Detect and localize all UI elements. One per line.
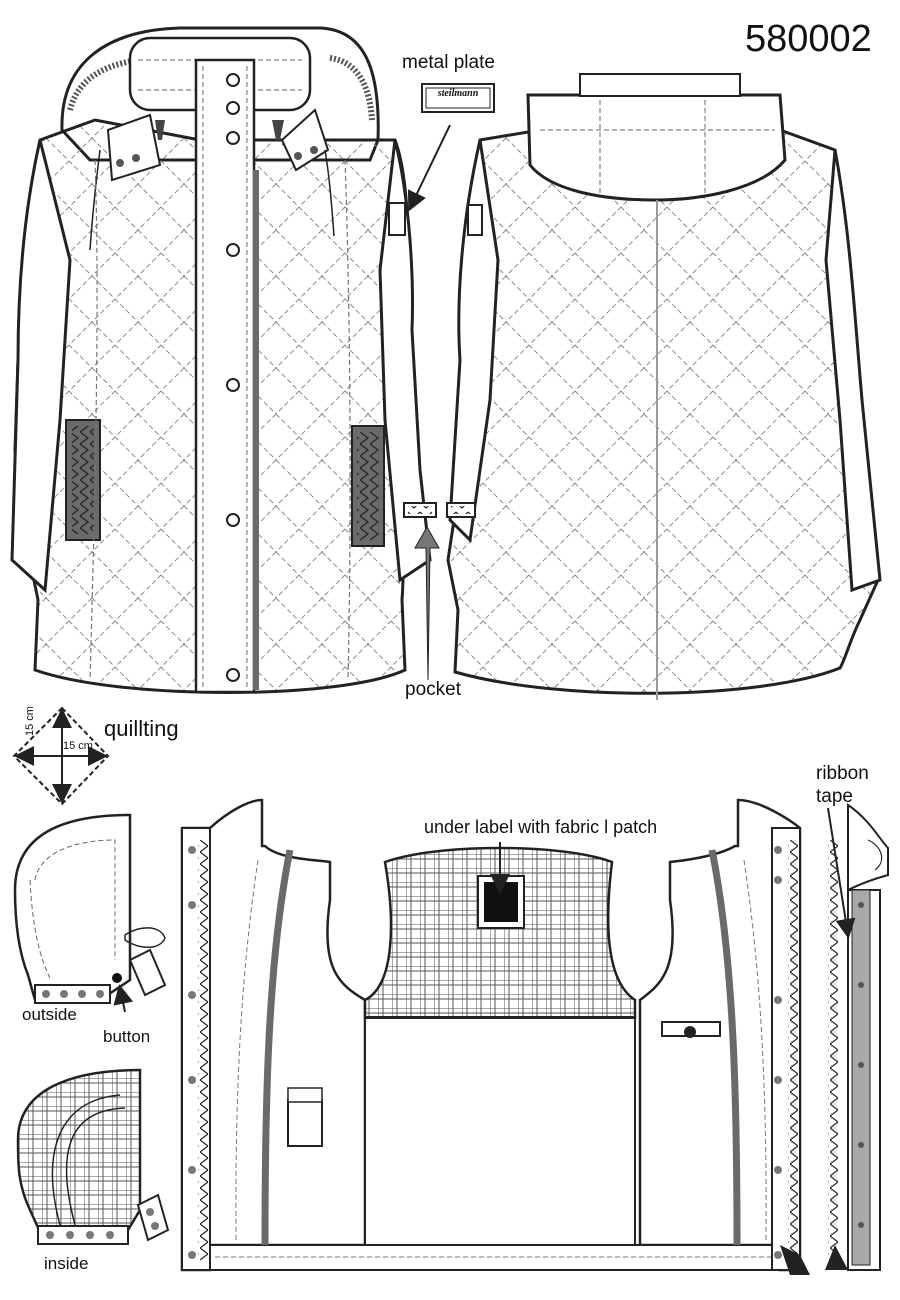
quilting-diagram — [12, 706, 110, 806]
front-right-tab — [280, 108, 330, 172]
under-label-caption: under label with fabric l patch — [424, 817, 658, 837]
metal-plate-brand: steilmann — [437, 88, 479, 99]
front-snap-buttons — [226, 73, 240, 682]
hood-button-label: button — [103, 1027, 151, 1046]
front-placket — [194, 58, 256, 694]
back-right-sleeve — [824, 149, 882, 593]
back-left-sleeve — [448, 139, 500, 544]
quilting-label: quillting — [104, 716, 179, 741]
front-right-sleeve — [378, 139, 432, 583]
hood-outside — [13, 813, 167, 1013]
pocket-arrow — [414, 525, 440, 681]
metal-plate-badge — [421, 83, 495, 113]
back-view-jacket — [446, 73, 882, 700]
hood-inside-label: inside — [44, 1254, 89, 1273]
front-view-jacket — [10, 26, 432, 694]
back-hood — [526, 93, 787, 202]
back-lining-panel — [364, 1017, 636, 1246]
front-drawcords — [89, 149, 335, 251]
back-lining-checked-yoke — [363, 846, 637, 1020]
hood-button — [112, 973, 122, 983]
ribbon-tape-label: ribbon tape — [816, 763, 869, 807]
inner-left-pocket — [287, 1099, 323, 1147]
pocket-label: pocket — [405, 679, 461, 700]
back-body — [446, 128, 881, 695]
metal-plate-on-sleeve — [388, 202, 406, 236]
ribbon-tape-detail — [780, 803, 889, 1275]
front-left-sleeve — [10, 139, 72, 594]
metal-plate-label: metal plate — [402, 52, 495, 73]
quilting-dim-vertical: 15 cm — [24, 706, 36, 736]
hood-inside — [16, 1068, 170, 1245]
metal-plate-arrow — [407, 124, 451, 212]
article-number: 580002 — [745, 18, 872, 60]
front-hood-ribbing — [67, 55, 375, 121]
back-metal-plate — [467, 204, 483, 236]
inside-lining-view — [180, 798, 802, 1272]
hood-outside-label: outside — [22, 1005, 77, 1024]
quilting-dim-horizontal: 15 cm — [63, 740, 93, 752]
